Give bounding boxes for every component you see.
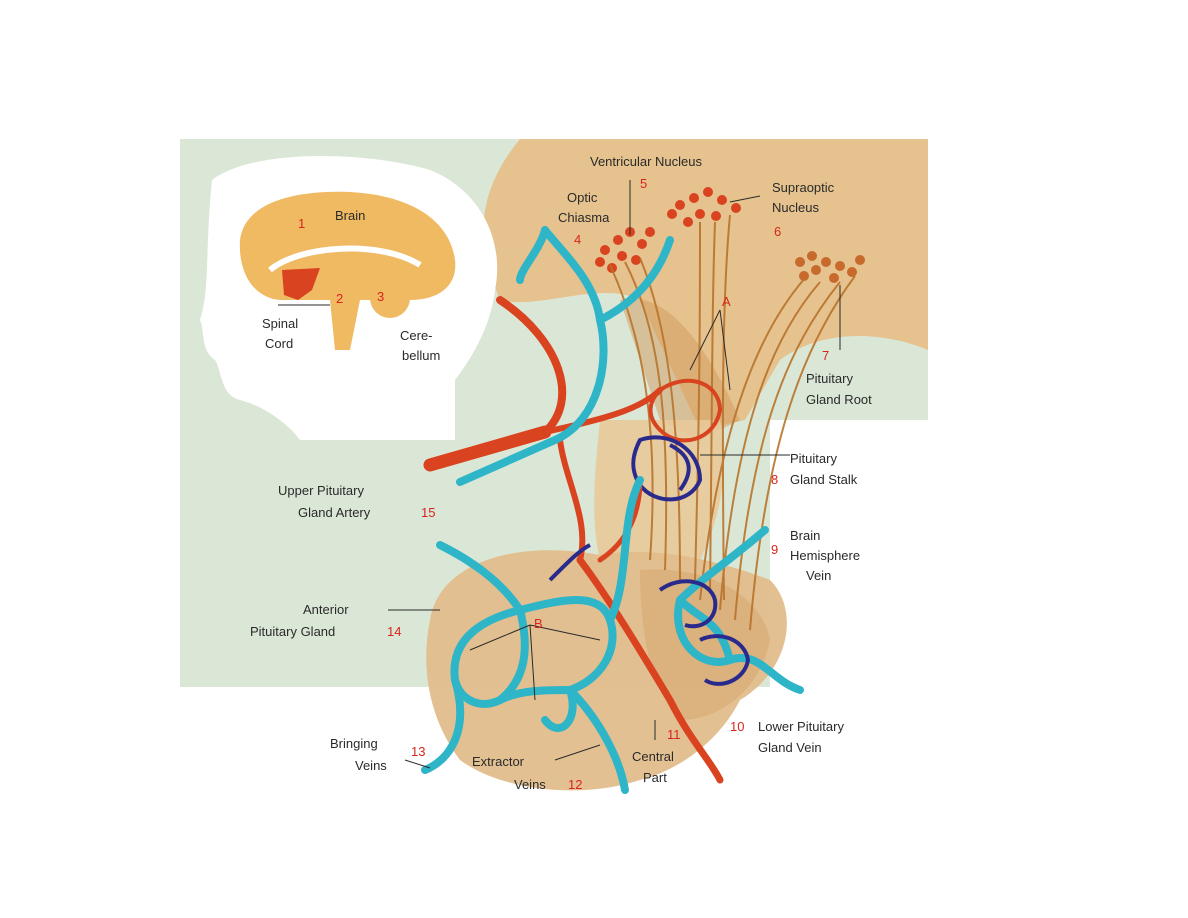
optic-chiasma-label-2: Chiasma bbox=[558, 210, 610, 225]
letter-b: B bbox=[534, 616, 543, 631]
upper-artery-label-1: Upper Pituitary bbox=[278, 483, 364, 498]
anterior-label-1: Anterior bbox=[303, 602, 349, 617]
root-nucleus-cluster bbox=[795, 251, 865, 283]
number-11: 11 bbox=[667, 727, 681, 742]
inset-corpus bbox=[268, 245, 422, 273]
inset-bellum-label: bellum bbox=[402, 348, 440, 363]
number-8: 8 bbox=[771, 472, 778, 487]
number-14: 14 bbox=[387, 624, 401, 639]
inset-brain-number: 1 bbox=[298, 216, 305, 231]
upper-artery-label-2: Gland Artery bbox=[298, 505, 371, 520]
bringing-veins-label-2: Veins bbox=[355, 758, 387, 773]
inset-cere-label: Cere- bbox=[400, 328, 433, 343]
inset-cord-label: Cord bbox=[265, 336, 293, 351]
number-15: 15 bbox=[421, 505, 435, 520]
stalk-capillary-plexus bbox=[631, 378, 723, 502]
posterior-lobe-shade bbox=[640, 569, 770, 720]
right-white-area bbox=[770, 420, 930, 690]
brain-hemisphere-label-2: Hemisphere bbox=[790, 548, 860, 563]
pituitary-stalk-tissue bbox=[594, 420, 724, 560]
anterior-label-2: Pituitary Gland bbox=[250, 624, 335, 639]
supraoptic-nucleus-cluster bbox=[667, 187, 741, 227]
inset-brain-label: Brain bbox=[335, 208, 365, 223]
number-10: 10 bbox=[730, 719, 744, 734]
number-6: 6 bbox=[774, 224, 781, 239]
pituitary-stalk-label-2: Gland Stalk bbox=[790, 472, 858, 487]
optic-chiasma-label-1: Optic bbox=[567, 190, 598, 205]
inset-cerebellum bbox=[370, 278, 410, 318]
number-12: 12 bbox=[568, 777, 582, 792]
number-4: 4 bbox=[574, 232, 581, 247]
leader-lines bbox=[388, 180, 841, 769]
deep-vein-plexus bbox=[548, 543, 751, 686]
supraoptic-label-1: Supraoptic bbox=[772, 180, 835, 195]
extractor-veins-label-1: Extractor bbox=[472, 754, 525, 769]
lower-vein-label-1: Lower Pituitary bbox=[758, 719, 844, 734]
number-7: 7 bbox=[822, 348, 829, 363]
central-part-label-2: Part bbox=[643, 770, 667, 785]
nerve-fibers bbox=[609, 214, 856, 631]
brain-hemisphere-label-1: Brain bbox=[790, 528, 820, 543]
inset-spinal-label: Spinal bbox=[262, 316, 298, 331]
inset-hypothalamus bbox=[282, 268, 320, 300]
inset-number-2: 2 bbox=[336, 291, 343, 306]
number-5: 5 bbox=[640, 176, 647, 191]
arteries bbox=[423, 296, 724, 784]
central-part-label-1: Central bbox=[632, 749, 674, 764]
pituitary-root-label-2: Gland Root bbox=[806, 392, 872, 407]
number-9: 9 bbox=[771, 542, 778, 557]
pituitary-root-label-1: Pituitary bbox=[806, 371, 853, 386]
pituitary-stalk-label-1: Pituitary bbox=[790, 451, 837, 466]
brain-hemisphere-label-3: Vein bbox=[806, 568, 831, 583]
number-13: 13 bbox=[411, 744, 425, 759]
hypothalamus-tissue bbox=[483, 139, 928, 430]
bringing-veins-label-1: Bringing bbox=[330, 736, 378, 751]
extractor-veins-label-2: Veins bbox=[514, 777, 546, 792]
letter-a: A bbox=[722, 294, 731, 309]
ventricular-nucleus-cluster bbox=[595, 227, 655, 273]
inset-brain bbox=[239, 191, 456, 350]
ventricular-nucleus-label: Ventricular Nucleus bbox=[590, 154, 702, 169]
inset-number-3: 3 bbox=[377, 289, 384, 304]
supraoptic-label-2: Nucleus bbox=[772, 200, 819, 215]
lower-vein-label-2: Gland Vein bbox=[758, 740, 822, 755]
